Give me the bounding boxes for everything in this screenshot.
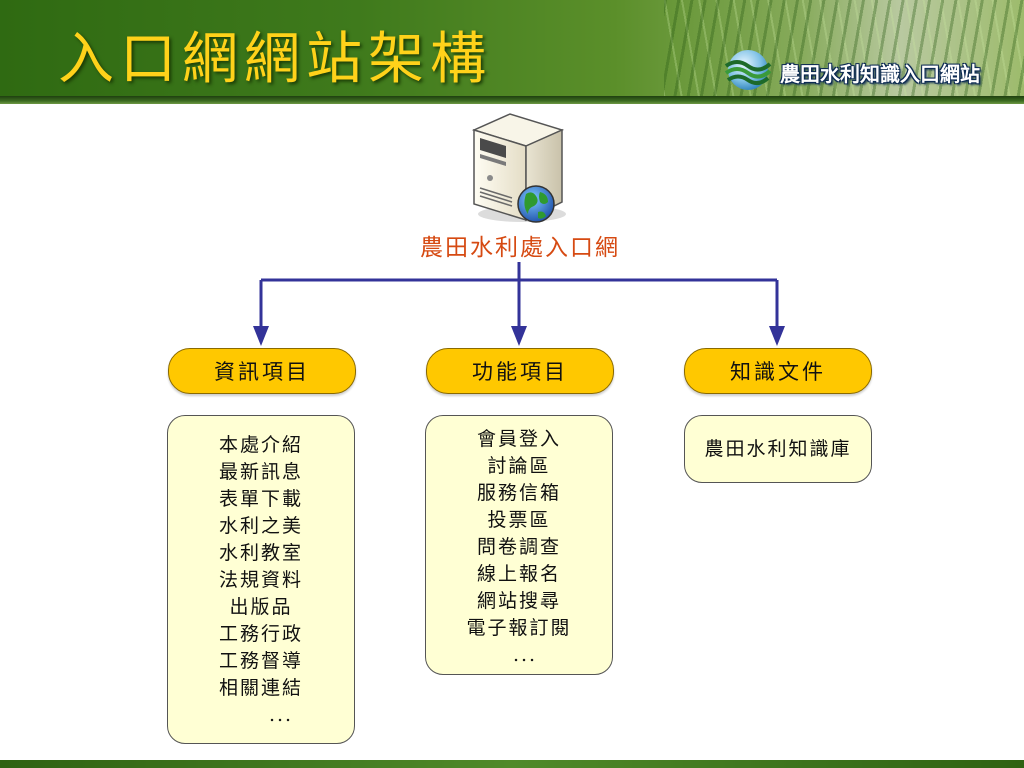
list-item: 水利教室 [218,542,303,564]
list-item: 工務行政 [218,623,303,645]
arrowhead-middle [511,326,527,346]
list-item: 水利之美 [218,515,303,537]
server-globe-icon [471,113,566,223]
list-item: 線上報名 [476,563,561,585]
function-items-list: 會員登入 討論區 服務信箱 投票區 問卷調查 線上報名 網站搜尋 電子報訂閱 .… [425,415,613,675]
category-knowledge-docs: 知識文件 [684,348,872,394]
header-banner [0,0,1024,100]
list-item: 法規資料 [218,569,303,591]
list-item: 會員登入 [476,428,561,450]
brand-name: 農田水利知識入口網站 [780,62,980,86]
list-item: 相關連結 [218,677,303,699]
wave-globe-logo-icon [724,50,772,90]
list-item: 工務督導 [218,650,303,672]
list-item: 問卷調查 [476,536,561,558]
list-item: 最新訊息 [218,461,303,483]
list-item-ellipsis: ... [268,704,294,726]
list-item: 電子報訂閱 [466,617,572,639]
grass-decoration [664,0,1024,100]
knowledge-docs-list: 農田水利知識庫 [684,415,872,483]
list-item-ellipsis: ... [512,644,538,666]
list-item: 服務信箱 [476,482,561,504]
list-item: 出版品 [229,596,293,618]
list-item: 本處介紹 [218,434,303,456]
list-item: 網站搜尋 [476,590,561,612]
brand-logo-block: 農田水利知識入口網站 [720,46,1020,94]
header-divider [0,96,1024,104]
list-item: 討論區 [487,455,551,477]
list-item: 投票區 [487,509,551,531]
arrowhead-left [253,326,269,346]
info-items-list: 本處介紹 最新訊息 表單下載 水利之美 水利教室 法規資料 出版品 工務行政 工… [167,415,355,744]
arrowhead-right [769,326,785,346]
list-item: 農田水利知識庫 [704,438,852,460]
footer-bar [0,760,1024,768]
list-item: 表單下載 [218,488,303,510]
category-info-items: 資訊項目 [168,348,356,394]
category-function-items: 功能項目 [426,348,614,394]
page-title: 入口網網站架構 [58,27,492,92]
root-node-label: 農田水利處入口網 [420,235,620,261]
